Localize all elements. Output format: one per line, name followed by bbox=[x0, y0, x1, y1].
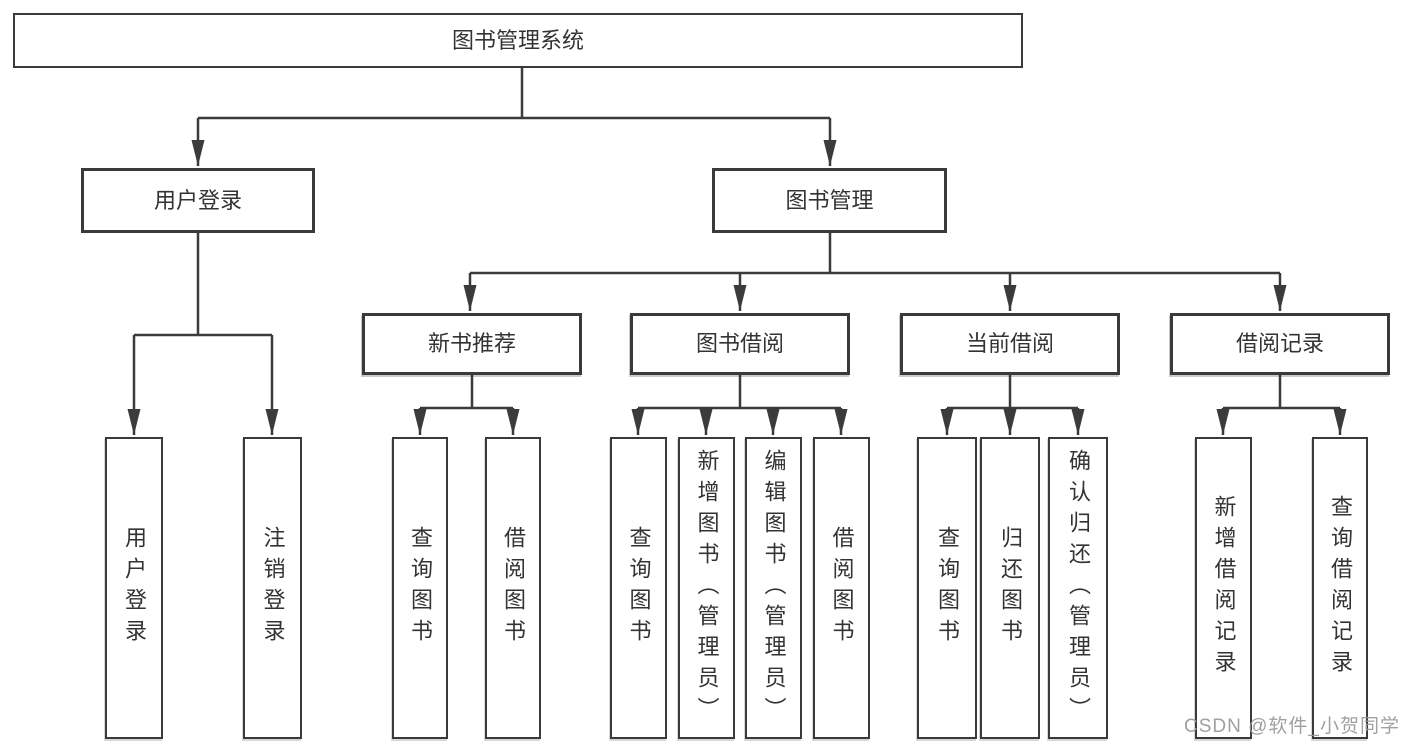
leaf-query-books-current: 查询图书 bbox=[917, 437, 977, 739]
node-current-borrowing: 当前借阅 bbox=[900, 313, 1120, 375]
leaf-query-books-borrowing: 查询图书 bbox=[610, 437, 667, 739]
leaf-edit-books-admin: 编辑图书（管理员） bbox=[745, 437, 802, 739]
leaf-add-books-admin: 新增图书（管理员） bbox=[678, 437, 735, 739]
leaf-borrow-books-recommend: 借阅图书 bbox=[485, 437, 541, 739]
leaf-query-borrow-record: 查询借阅记录 bbox=[1312, 437, 1368, 739]
leaf-add-borrow-record: 新增借阅记录 bbox=[1195, 437, 1252, 739]
leaf-query-books-recommend: 查询图书 bbox=[392, 437, 448, 739]
node-library-system-root: 图书管理系统 bbox=[13, 13, 1023, 68]
node-book-management: 图书管理 bbox=[712, 168, 947, 233]
node-borrowing-records: 借阅记录 bbox=[1170, 313, 1390, 375]
leaf-user-login: 用户登录 bbox=[105, 437, 163, 739]
node-book-borrowing: 图书借阅 bbox=[630, 313, 850, 375]
leaf-confirm-return-admin: 确认归还（管理员） bbox=[1048, 437, 1108, 739]
leaf-logout: 注销登录 bbox=[243, 437, 302, 739]
leaf-return-books: 归还图书 bbox=[980, 437, 1040, 739]
leaf-borrow-books: 借阅图书 bbox=[813, 437, 870, 739]
csdn-watermark: CSDN @软件_小贺同学 bbox=[1184, 716, 1400, 737]
node-new-book-recommend: 新书推荐 bbox=[362, 313, 582, 375]
node-user-login: 用户登录 bbox=[81, 168, 315, 233]
